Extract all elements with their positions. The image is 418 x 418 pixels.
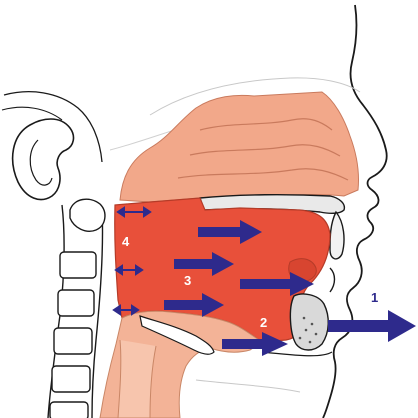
vertebra-5 <box>50 402 88 418</box>
skull-back-outline <box>4 92 102 162</box>
nasal-cavity-region <box>120 92 359 202</box>
vertebra-2 <box>58 290 94 316</box>
region-label-1: 1 <box>371 290 378 305</box>
atlas-vertebra <box>70 199 105 231</box>
flow-arrow-exit <box>328 310 416 342</box>
region-label-2: 2 <box>260 315 267 330</box>
vertebra-3 <box>54 328 92 354</box>
trachea-tube <box>118 340 156 418</box>
neck-guide-line <box>196 380 300 392</box>
vertebra-1 <box>60 252 96 278</box>
region-label-4: 4 <box>122 234 130 249</box>
skull-back-outline-2 <box>2 107 62 120</box>
region-label-3: 3 <box>184 273 191 288</box>
ear-outline <box>13 119 74 200</box>
vertebra-4 <box>52 366 90 392</box>
neck-front-line <box>262 352 332 356</box>
lower-lip <box>330 268 335 292</box>
upper-teeth <box>330 212 344 259</box>
ear-inner-outline <box>30 140 52 185</box>
